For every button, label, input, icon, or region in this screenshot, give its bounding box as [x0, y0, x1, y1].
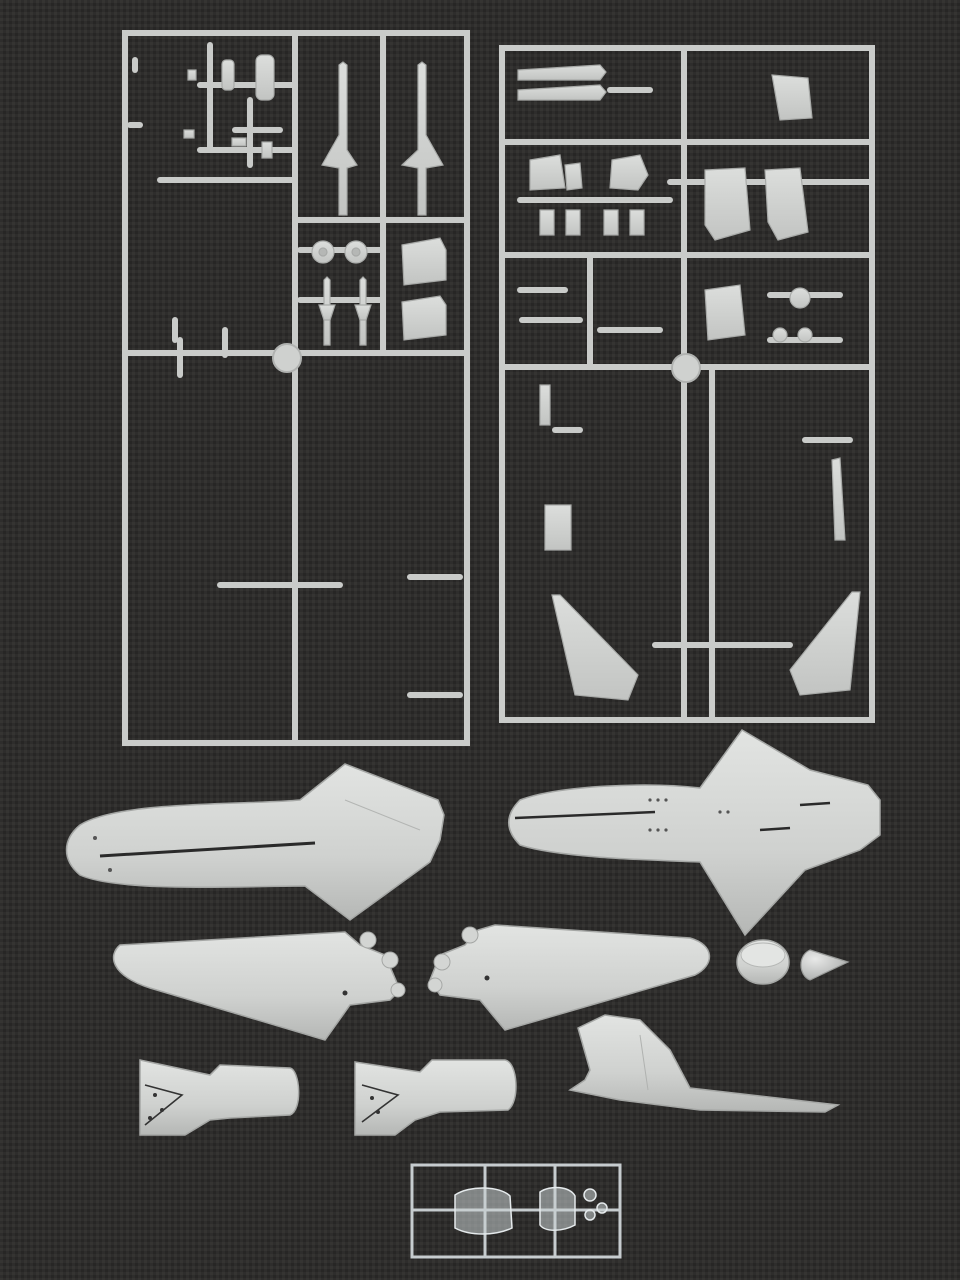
intake-left — [139, 1059, 300, 1136]
wing-right — [427, 924, 711, 1031]
left-sprue-parts — [183, 54, 447, 346]
intake-right — [354, 1059, 517, 1136]
right-sprue-hub — [671, 353, 701, 383]
fuselage-half-left — [65, 763, 445, 921]
fuselage-half-right — [508, 729, 881, 937]
wing-left — [112, 931, 406, 1041]
left-sprue-hub — [272, 343, 302, 373]
tail-fin — [568, 1014, 841, 1113]
right-sprue-parts — [517, 64, 861, 701]
nose-cone — [800, 949, 850, 981]
exhaust-nozzle — [736, 939, 790, 985]
canopy-parts — [454, 1186, 608, 1235]
left-sprue — [122, 30, 470, 746]
